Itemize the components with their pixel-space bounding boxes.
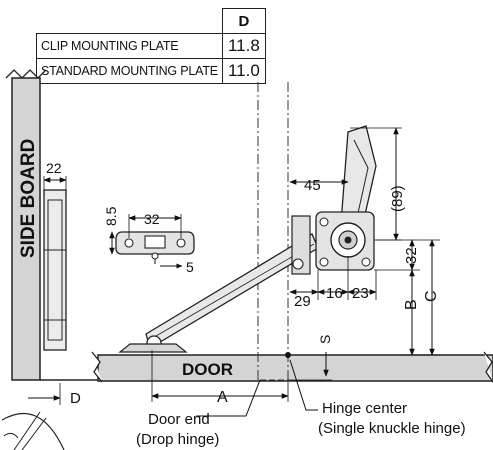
dim-16: 16 (326, 285, 343, 302)
mounting-plate-table: D CLIP MOUNTING PLATE 11.8 STANDARD MOUN… (36, 8, 266, 84)
mounting-plate-detail (115, 231, 195, 264)
hinge-center-leader (289, 359, 318, 411)
detail-circle (1, 411, 65, 450)
table-row: CLIP MOUNTING PLATE 11.8 (36, 33, 266, 59)
single-knuckle-label: (Single knuckle hinge) (318, 420, 466, 437)
table-row-value: 11.0 (221, 58, 266, 84)
dim-D: D (70, 390, 81, 407)
table-row-label: STANDARD MOUNTING PLATE (36, 58, 223, 84)
dim-A: A (217, 389, 228, 406)
door-end-leader (196, 379, 261, 417)
hinge-center-dot (285, 352, 291, 358)
side-board-label: SIDE BOARD (18, 139, 39, 258)
dim-32-hinge: 32 (403, 247, 420, 264)
dim-32-plate: 32 (144, 211, 160, 227)
table-row: STANDARD MOUNTING PLATE 11.0 (36, 58, 266, 84)
dim-S: S (317, 335, 333, 344)
dim-8-5: 8.5 (103, 206, 119, 226)
dim-89: (89) (389, 185, 406, 212)
hinge-center-label: Hinge center (322, 400, 407, 417)
dim-22: 22 (46, 160, 62, 176)
dim-C: C (423, 290, 440, 302)
dim-B: B (403, 299, 420, 310)
table-header-d: D (221, 8, 266, 34)
hinge-cup-side (43, 189, 67, 351)
hinge-knuckle (315, 125, 377, 271)
side-board: SIDE BOARD (5, 69, 47, 381)
dim-23: 23 (352, 285, 369, 302)
door-end-label: Door end (148, 411, 210, 428)
drop-hinge-label: (Drop hinge) (136, 431, 219, 448)
table-row-value: 11.8 (221, 33, 266, 59)
hinge-arm (118, 215, 319, 353)
door-label: DOOR (182, 360, 233, 379)
dim-5: 5 (186, 259, 194, 275)
dim-29: 29 (294, 293, 311, 310)
dim-45: 45 (304, 177, 321, 194)
